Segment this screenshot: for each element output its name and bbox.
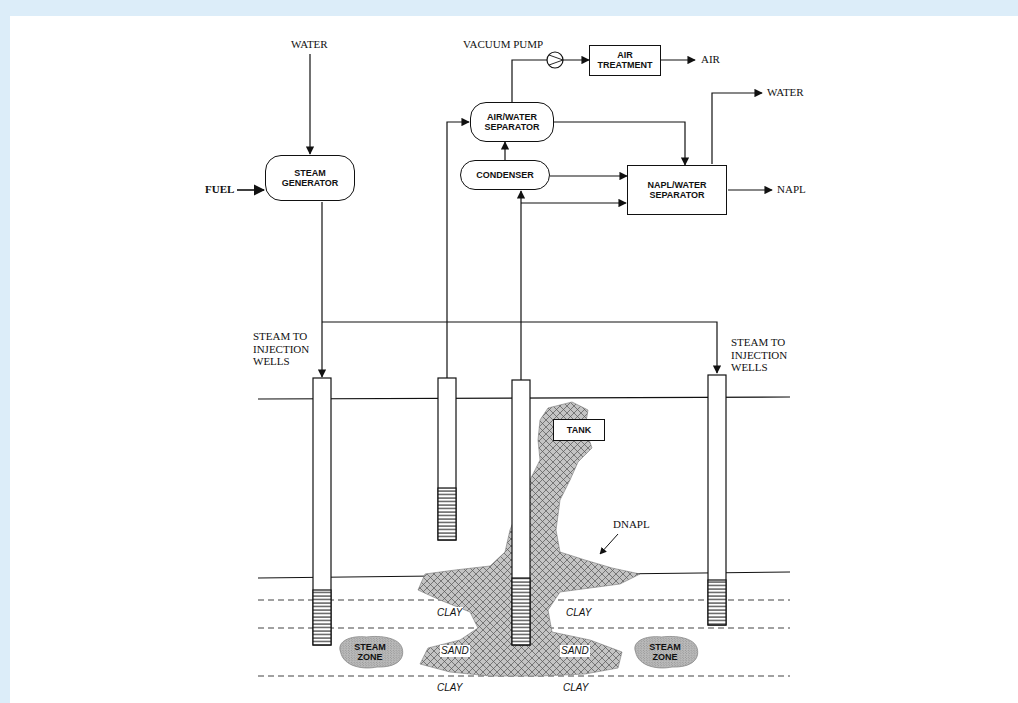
- node-text: STEAM ZONE: [345, 642, 395, 663]
- soil-layer-label: CLAY: [565, 607, 592, 619]
- flow-label: VACUUM PUMP: [462, 38, 544, 51]
- process-vessel: AIR/WATER SEPARATOR: [470, 102, 554, 142]
- node-text: NAPL/WATER SEPARATOR: [635, 180, 719, 201]
- process-box: TANK: [553, 419, 605, 441]
- extraction-line: [520, 191, 521, 380]
- node-text: STEAM GENERATOR: [278, 168, 342, 189]
- soil-layer-label: SAND: [440, 645, 470, 657]
- flow-label: STEAM TO INJECTION WELLS: [252, 330, 318, 368]
- node-text: AIR TREATMENT: [596, 50, 654, 71]
- vapor-extraction-well: [438, 378, 456, 540]
- injection-well: [708, 375, 726, 625]
- air-outlet: [657, 59, 695, 60]
- fuel-inlet: [237, 189, 264, 191]
- soil-layer-label: CLAY: [436, 607, 463, 619]
- napl-outlet: [728, 189, 772, 190]
- injection-well: [313, 378, 331, 645]
- vapor-line: [447, 122, 469, 378]
- soil-layer-label: SAND: [560, 645, 590, 657]
- water-inlet: [309, 54, 310, 154]
- flow-label: NAPL: [776, 183, 807, 196]
- water-outlet: [712, 93, 762, 164]
- well-screen: [512, 578, 530, 645]
- node-text: STEAM ZONE: [640, 642, 690, 663]
- well-screen: [708, 580, 726, 625]
- flow-label: STEAM TO INJECTION WELLS: [730, 336, 806, 374]
- process-vessel: CONDENSER: [460, 160, 550, 190]
- process-box: AIR TREATMENT: [589, 45, 661, 76]
- process-box: NAPL/WATER SEPARATOR: [627, 165, 727, 215]
- flow-label: AIR: [700, 53, 721, 66]
- extraction-well: [512, 380, 530, 645]
- well-screen: [313, 590, 331, 645]
- liquid-line: [521, 202, 626, 203]
- soil-layer-label: CLAY: [562, 682, 589, 694]
- wells: [313, 375, 726, 645]
- flow-label: DNAPL: [612, 518, 651, 531]
- flow-connector: [504, 142, 505, 160]
- soil-layer-label: CLAY: [436, 682, 463, 694]
- vacuum-pump-symbol: [547, 52, 563, 68]
- steam-zone-region: STEAM ZONE: [630, 634, 700, 670]
- flow-label: WATER: [290, 38, 329, 51]
- flow-connector: [550, 175, 627, 176]
- node-text: AIR/WATER SEPARATOR: [479, 112, 545, 133]
- leader-line: [600, 534, 618, 554]
- steam-line: [321, 202, 322, 377]
- flow-label: FUEL: [204, 183, 235, 196]
- node-text: TANK: [567, 425, 591, 435]
- node-text: CONDENSER: [476, 170, 534, 180]
- well-screen: [438, 488, 456, 540]
- flow-label: WATER: [766, 86, 805, 99]
- process-vessel: STEAM GENERATOR: [265, 155, 355, 201]
- steam-zone-region: STEAM ZONE: [335, 634, 405, 670]
- flow-connector: [554, 122, 685, 165]
- steam-line: [322, 322, 717, 373]
